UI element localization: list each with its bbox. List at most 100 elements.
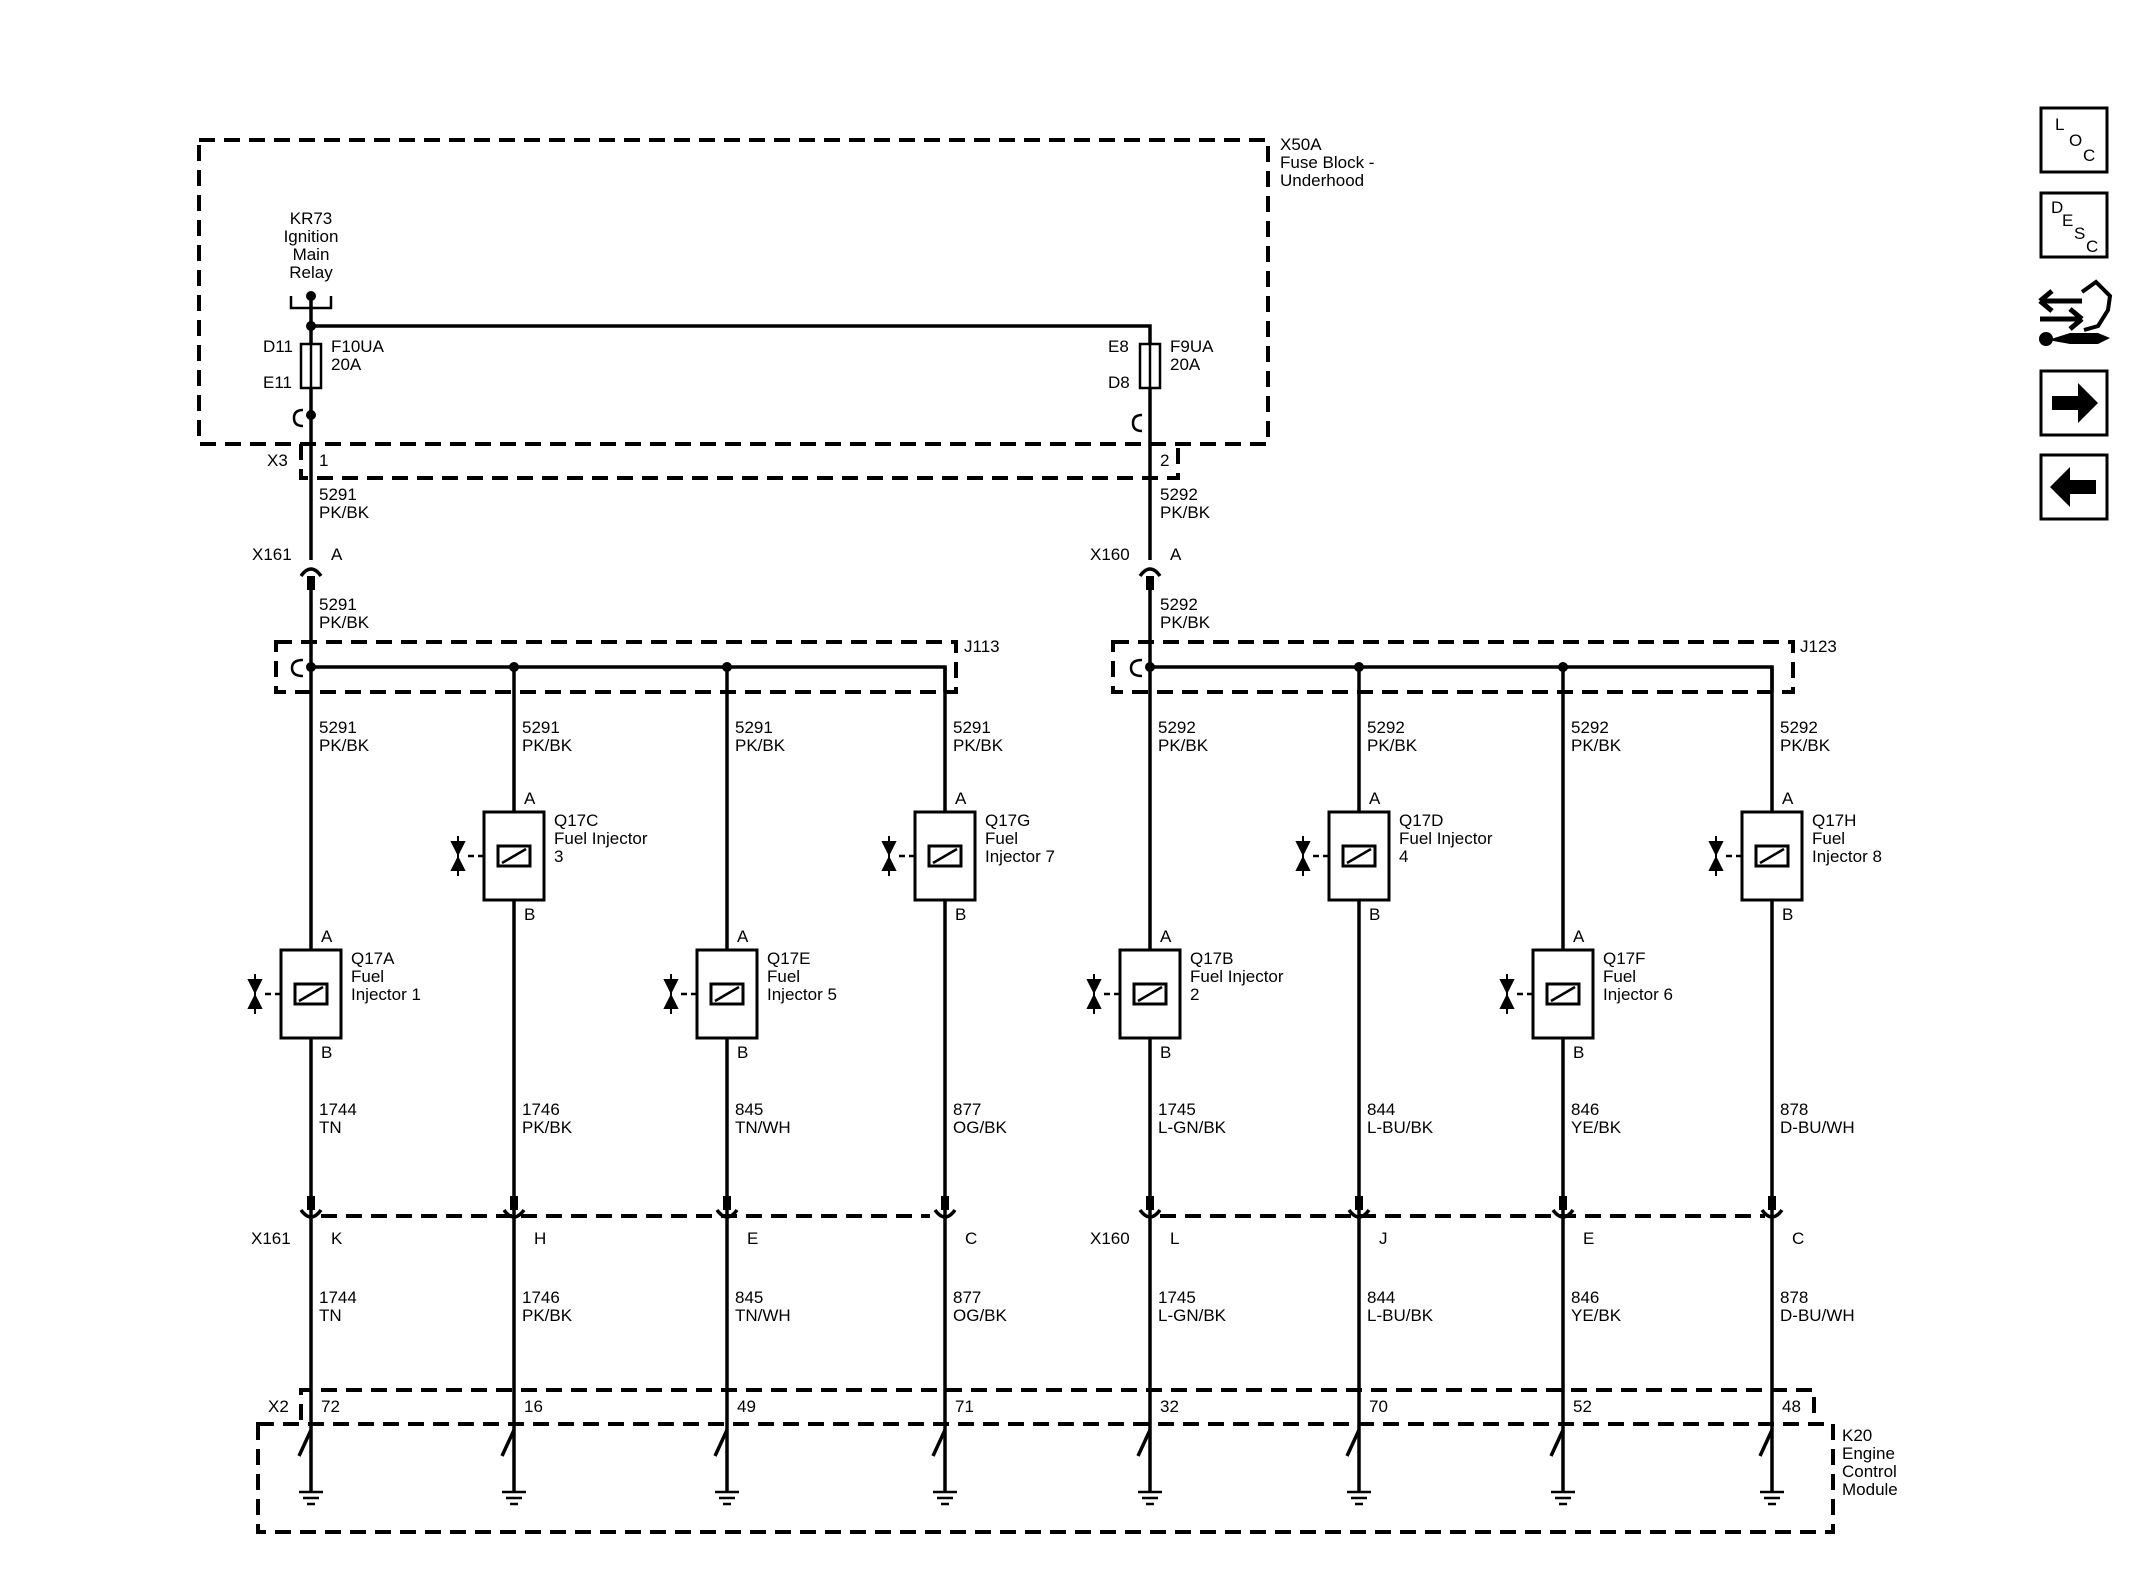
ecm-switch [500,1429,516,1457]
connector-tool-button[interactable] [2038,279,2113,346]
inline-connector-pin: E [747,1229,758,1248]
splice-junction-dot [722,662,732,672]
injector-out-circuit-2: 846 [1571,1288,1599,1307]
loc-letter-1: L [2055,115,2064,134]
feed-right-circuit-2: 5292 [1160,595,1198,614]
inline-connector-symbol [502,1208,526,1219]
injector-pin-b: B [1573,1043,1584,1062]
fuse-right-rating: 20A [1170,355,1201,374]
desc-letter-2: E [2062,211,2073,230]
injector-id: Q17H [1812,811,1856,830]
injector-out-color: PK/BK [522,1118,573,1137]
injector-feed-color: PK/BK [1158,736,1209,755]
next-button[interactable] [2039,369,2109,437]
inline-connector-pin: E [1583,1229,1594,1248]
fuse-right-pin-out: D8 [1108,373,1130,392]
inline-connector-symbol [933,1208,957,1219]
loc-button[interactable]: L O C [2039,106,2109,174]
valve-icon [881,836,897,876]
ecm-pin: 16 [524,1397,543,1416]
fuse-block-outline [197,138,1270,446]
valve-icon [1086,974,1102,1014]
splice-j113-outline [274,640,958,694]
inline-connector-symbol [1138,1208,1162,1219]
ground-icon [1551,1490,1575,1506]
fuse-left-rating: 20A [331,355,362,374]
ecm-pin: 49 [737,1397,756,1416]
ecm-name-1: Engine [1842,1444,1895,1463]
inline-connector-pin: L [1170,1229,1179,1248]
injector-out-circuit: 877 [953,1100,981,1119]
injector-feed-color: PK/BK [1571,736,1622,755]
injector-id: Q17C [554,811,598,830]
injector-feed-color: PK/BK [1367,736,1418,755]
injector-id: Q17F [1603,949,1646,968]
feed-right-color: PK/BK [1160,503,1211,522]
connector-x161-symbol [299,567,323,578]
splice-j123-bus [1150,665,1774,692]
feed-right-pin: A [1170,545,1182,564]
fuse-right-pin-in: E8 [1108,337,1129,356]
feed-left-pin: A [331,545,343,564]
injector-name-1: Fuel [1812,829,1845,848]
injector-feed-circuit: 5291 [953,718,991,737]
fuse-block-id: X50A [1280,135,1322,154]
injector-feed-color: PK/BK [953,736,1004,755]
injector-out-circuit-2: 878 [1780,1288,1808,1307]
inline-connector-pin: H [534,1229,546,1248]
valve-icon [663,974,679,1014]
inline-connector-pin: C [965,1229,977,1248]
inline-connector-id: X161 [251,1229,291,1248]
injector-out-color-2: OG/BK [953,1306,1008,1325]
splice-junction-dot [509,662,519,672]
injector-pin-b: B [1160,1043,1171,1062]
injector-out-circuit-2: 1746 [522,1288,560,1307]
desc-button[interactable]: D E S C [2039,191,2109,259]
valve-icon [1295,836,1311,876]
previous-button[interactable] [2039,453,2109,521]
injector-out-color-2: YE/BK [1571,1306,1622,1325]
injector-name-2: 4 [1399,847,1408,866]
injector-pin-a: A [955,789,967,808]
ecm-name-2: Control [1842,1462,1897,1481]
injector-out-color: YE/BK [1571,1118,1622,1137]
splice-junction-dot [1145,662,1155,672]
inline-connector-symbol [1760,1208,1784,1219]
injector-name-1: Fuel Injector [1399,829,1493,848]
injector-feed-circuit: 5292 [1367,718,1405,737]
next-arrow-icon [2052,383,2098,423]
splice-j123-id: J123 [1800,637,1837,656]
injector-out-color-2: TN [319,1306,342,1325]
connector-tool-icon [2038,279,2113,346]
injector-out-color-2: D-BU/WH [1780,1306,1855,1325]
loc-icon [2039,106,2109,174]
ecm-id: K20 [1842,1426,1872,1445]
ground-icon [715,1490,739,1506]
injector-pin-b: B [524,905,535,924]
connector-x2-id: X2 [268,1397,289,1416]
feed-right-color-2: PK/BK [1160,613,1211,632]
injector-out-circuit-2: 1745 [1158,1288,1196,1307]
injector-out-circuit-2: 845 [735,1288,763,1307]
connector-symbol [290,658,304,678]
injector-feed-circuit: 5292 [1780,718,1818,737]
connector-x160-symbol [1138,567,1162,578]
ecm-switch [1345,1429,1361,1457]
injector-pin-a: A [1782,789,1794,808]
injector-name-1: Fuel [767,967,800,986]
injector-out-circuit-2: 844 [1367,1288,1395,1307]
feed-right-circuit: 5292 [1160,485,1198,504]
injector-out-circuit-2: 877 [953,1288,981,1307]
injector-pin-a: A [1573,927,1585,946]
injector-feed-circuit: 5291 [735,718,773,737]
injector-name-2: Injector 8 [1812,847,1882,866]
fuse-left-pin-out: E11 [263,373,292,392]
desc-icon [2039,191,2109,259]
injector-id: Q17E [767,949,810,968]
injector-pin-a: A [524,789,536,808]
